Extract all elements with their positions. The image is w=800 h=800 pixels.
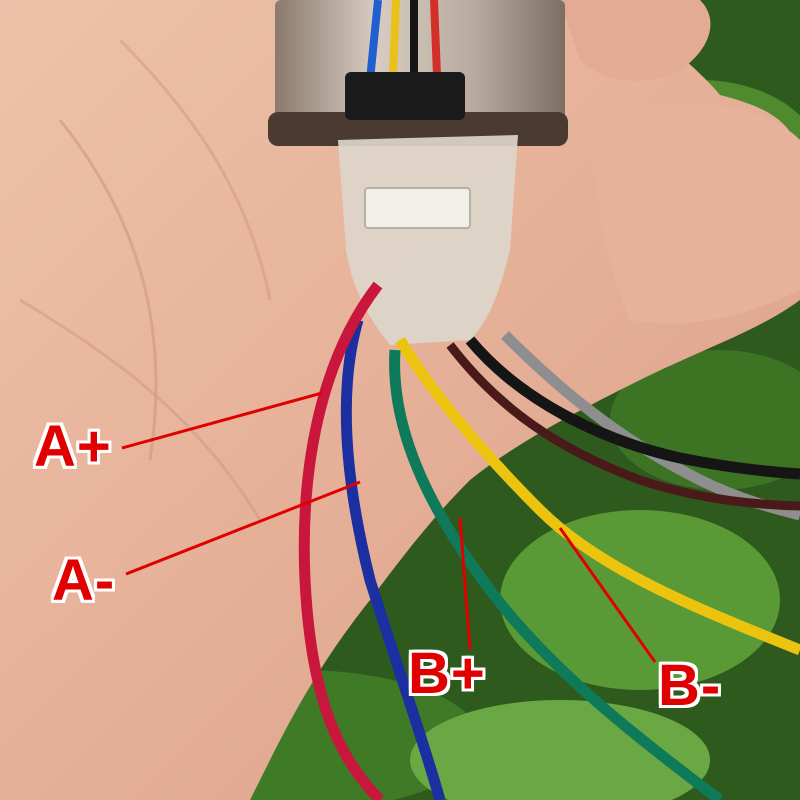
wire-black xyxy=(465,336,800,480)
pointer-line-a-plus xyxy=(121,391,323,450)
wire-brown xyxy=(446,342,800,511)
label-a-plus: A+ xyxy=(34,414,112,479)
palm-crease xyxy=(19,298,262,521)
pointer-line-b-plus xyxy=(458,517,472,651)
wire-red xyxy=(298,281,384,800)
wire-sleeves xyxy=(345,72,465,120)
label-a-minus: A- xyxy=(52,548,116,613)
palm-crease xyxy=(58,119,158,461)
finger xyxy=(560,0,711,81)
label-b-minus: B- xyxy=(658,653,722,718)
wire-yellow xyxy=(395,337,800,656)
palm-crease xyxy=(118,38,272,301)
wire-green xyxy=(389,349,724,800)
wire-blue xyxy=(340,318,446,800)
connector-pins xyxy=(364,187,471,229)
label-b-plus: B+ xyxy=(408,641,486,706)
pointer-line-a-minus xyxy=(125,480,361,576)
finger xyxy=(596,104,800,324)
leaf xyxy=(410,700,710,800)
leaf xyxy=(500,510,780,690)
pointer-line-b-minus xyxy=(558,527,657,663)
